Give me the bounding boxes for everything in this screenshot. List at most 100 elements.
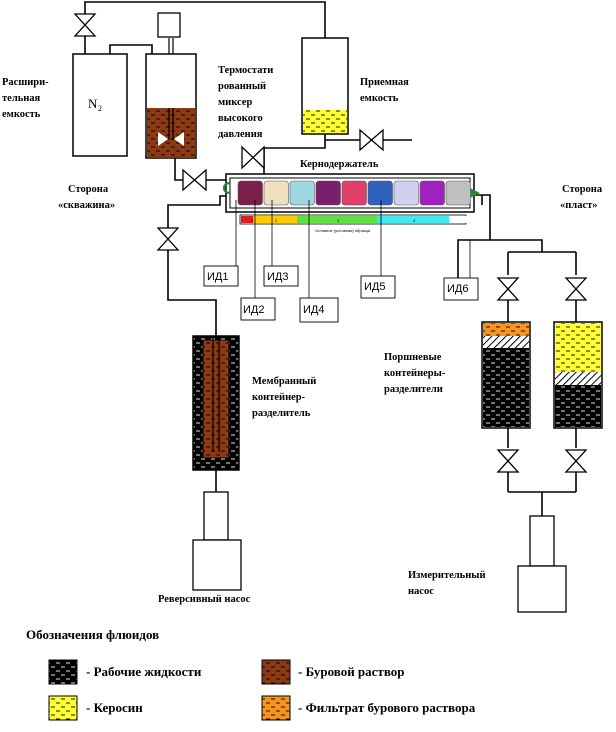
- svg-text:контейнер-: контейнер-: [252, 392, 306, 403]
- core-segment: [289, 180, 315, 206]
- core-segment: [341, 180, 367, 206]
- valve-n2-top: [73, 13, 97, 37]
- legend-label-kerosene: - Керосин: [86, 700, 143, 715]
- svg-text:давления: давления: [218, 129, 263, 140]
- scale-bar: 1 2 3 4: [241, 216, 467, 223]
- reverse-pump: [192, 491, 242, 591]
- receiving-tank-label: Приемная емкость: [360, 77, 409, 104]
- core-segment: [263, 180, 289, 206]
- svg-text:емкость: емкость: [2, 109, 41, 120]
- legend-title: Обозначения флюидов: [26, 627, 159, 642]
- mixer-blade-left: [158, 132, 168, 146]
- n2-label: N: [88, 96, 98, 111]
- svg-text:Мембранный: Мембранный: [252, 376, 316, 387]
- mixer-label: Термостати рованный миксер высокого давл…: [218, 65, 273, 140]
- svg-text:Поршневые: Поршневые: [384, 352, 442, 363]
- legend-swatch-kerosene: [48, 695, 78, 721]
- core-holder-label: Кернодержатель: [300, 159, 379, 170]
- valve-piston-1-bottom: [496, 449, 520, 473]
- svg-text:разделители: разделители: [384, 384, 443, 395]
- receiving-tank: [301, 37, 349, 135]
- piston-container-2: [553, 321, 603, 429]
- legend-label-filtrate: - Фильтрат бурового раствора: [298, 700, 476, 715]
- core-segments: [237, 180, 471, 206]
- sensor-leads: [235, 200, 490, 298]
- mixer-blade-right: [174, 132, 184, 146]
- core-segment: [367, 180, 393, 206]
- core-segment: [237, 180, 263, 206]
- scale-segment: [297, 216, 377, 223]
- svg-text:«скважина»: «скважина»: [58, 200, 115, 211]
- svg-text:насос: насос: [408, 586, 434, 597]
- membrane-container: [192, 335, 240, 471]
- valve-piston-2-top: [564, 277, 588, 301]
- sensor-id3: ИД3: [267, 271, 288, 283]
- valve-receiver-out: [359, 128, 384, 152]
- mixer: [145, 12, 197, 159]
- svg-text:контейнеры-: контейнеры-: [384, 368, 446, 379]
- scale-caption: Условное (условная) образца: [315, 228, 371, 233]
- sensor-boxes: ИД1 ИД2 ИД3 ИД4 ИД5 ИД6: [203, 265, 479, 323]
- sample-scale: 1 2 3 4 Условное (условная) образца: [239, 214, 467, 233]
- mixer-motor: [157, 12, 181, 38]
- scale-segment: [449, 216, 467, 223]
- legend: Обозначения флюидов - Рабочие жидкости -…: [26, 627, 476, 721]
- n2-subscript: 2: [98, 104, 102, 113]
- core-holder: [222, 173, 480, 213]
- membrane-label: Мембранный контейнер- разделитель: [252, 376, 316, 419]
- expansion-tank-label: Расшири- тельная емкость: [2, 77, 49, 120]
- sensor-id1: ИД1: [207, 271, 228, 283]
- svg-text:Сторона: Сторона: [562, 184, 603, 195]
- reverse-pump-label: Реверсивный насос: [158, 594, 251, 605]
- legend-swatch-filtrate: [261, 695, 291, 721]
- svg-text:Сторона: Сторона: [68, 184, 109, 195]
- piston-container-1: [481, 321, 531, 429]
- scale-segment: [253, 216, 297, 223]
- core-inlet-arrow: [222, 181, 231, 195]
- svg-text:рованный: рованный: [218, 81, 266, 92]
- expansion-tank: N 2: [72, 53, 128, 157]
- svg-text:Расшири-: Расшири-: [2, 77, 49, 88]
- svg-text:разделитель: разделитель: [252, 408, 311, 419]
- svg-text:тельная: тельная: [2, 93, 41, 104]
- core-segment: [419, 180, 445, 206]
- legend-swatch-working: [48, 659, 78, 685]
- svg-text:миксер: миксер: [218, 97, 252, 108]
- svg-text:Приемная: Приемная: [360, 77, 409, 88]
- svg-text:высокого: высокого: [218, 113, 263, 124]
- core-outlet-arrow: [470, 188, 480, 198]
- sensor-id4: ИД4: [303, 304, 324, 316]
- receiving-kerosene-fill: [303, 110, 347, 133]
- valve-piston-1-top: [496, 277, 520, 301]
- piston-label: Поршневые контейнеры- разделители: [384, 352, 446, 395]
- scale-number: 2: [275, 218, 278, 223]
- scale-segment: [377, 216, 449, 223]
- core-segment: [393, 180, 419, 206]
- reservoir-side-label: Сторона «пласт»: [560, 184, 603, 211]
- svg-text:Термостати: Термостати: [218, 65, 273, 76]
- legend-swatch-mud: [261, 659, 291, 685]
- valves: [73, 13, 588, 473]
- core-segment: [445, 180, 471, 206]
- sensor-id6: ИД6: [447, 283, 468, 295]
- well-side-label: Сторона «скважина»: [58, 184, 115, 211]
- scale-number: 3: [337, 218, 340, 223]
- svg-text:«пласт»: «пласт»: [560, 200, 598, 211]
- svg-text:емкость: емкость: [360, 93, 399, 104]
- legend-label-mud: - Буровой раствор: [298, 664, 404, 679]
- scale-number: 4: [413, 218, 416, 223]
- mixer-mud-fill: [147, 108, 195, 157]
- core-segment: [315, 180, 341, 206]
- sensor-id5: ИД5: [364, 281, 385, 293]
- scale-number: 1: [251, 218, 254, 223]
- measuring-pump-label: Измерительный насос: [408, 570, 486, 597]
- legend-label-working: - Рабочие жидкости: [86, 664, 202, 679]
- valve-piston-2-bottom: [564, 449, 588, 473]
- svg-text:Измерительный: Измерительный: [408, 570, 486, 581]
- measuring-pump: [517, 515, 567, 613]
- valve-mixer: [182, 168, 207, 192]
- valve-well-side: [156, 227, 180, 251]
- scale-segment: [241, 216, 253, 223]
- valve-receiver-core: [241, 145, 265, 170]
